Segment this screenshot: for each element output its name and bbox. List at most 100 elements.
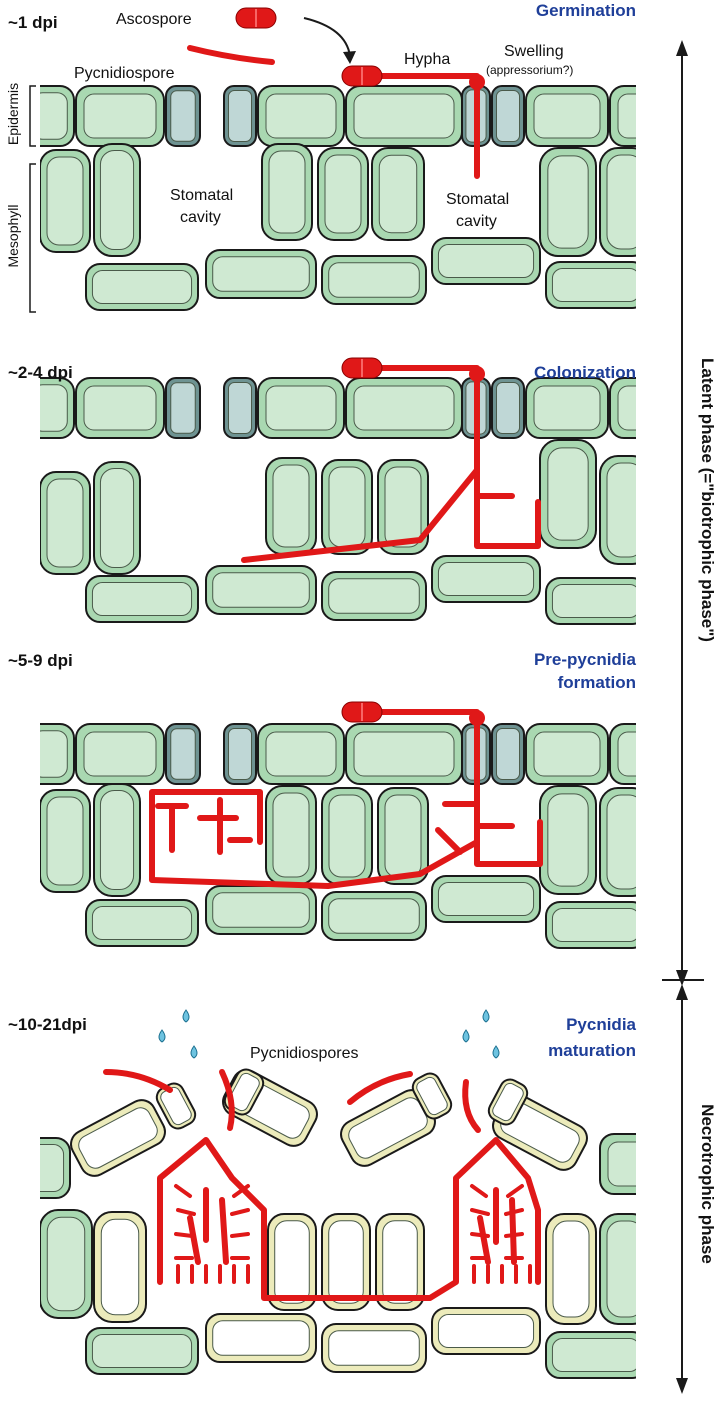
cell-vacuole bbox=[40, 1143, 65, 1193]
cell-vacuole bbox=[268, 150, 306, 234]
label-hypha: Hypha bbox=[404, 51, 450, 68]
phase-axis: Latent phase (="biotrophic phase") Necro… bbox=[662, 40, 717, 1394]
label-pycnidiospore: Pycnidiospore bbox=[74, 65, 175, 82]
cell-vacuole bbox=[170, 728, 196, 780]
cell-vacuole bbox=[83, 731, 157, 777]
cell-vacuole bbox=[328, 466, 366, 548]
label-necrotrophic-phase: Necrotrophic phase bbox=[698, 1104, 717, 1264]
cell-vacuole bbox=[40, 730, 68, 778]
cell-vacuole bbox=[382, 1220, 418, 1304]
cell-vacuole bbox=[170, 382, 196, 434]
panel-pycnidia-maturation bbox=[40, 1068, 636, 1379]
fungal-hypha bbox=[157, 1137, 541, 1301]
pycnidia bbox=[103, 1009, 541, 1301]
cell-vacuole bbox=[353, 93, 455, 139]
cell-vacuole bbox=[227, 381, 253, 435]
time-label-2: ~2-4 dpi bbox=[8, 363, 73, 382]
necrotic-mesophyll bbox=[40, 1209, 636, 1379]
label-mesophyll: Mesophyll bbox=[5, 204, 21, 267]
cell-vacuole bbox=[91, 269, 193, 305]
fungal-hypha bbox=[187, 1187, 229, 1265]
cell-vacuole bbox=[324, 154, 362, 234]
stage-label-1: Germination bbox=[536, 1, 636, 20]
cell-vacuole bbox=[91, 581, 193, 617]
released-pycnidiospores bbox=[103, 1069, 481, 1133]
cell-vacuole bbox=[606, 794, 636, 890]
cell-vacuole bbox=[607, 1141, 636, 1187]
label-stomatal-cavity-left-2: cavity bbox=[180, 209, 221, 226]
cell-vacuole bbox=[46, 796, 84, 886]
rain-drops bbox=[158, 1009, 500, 1059]
panel-pre-pycnidia bbox=[40, 723, 636, 949]
cell-vacuole bbox=[212, 256, 310, 292]
fungal-hypha bbox=[477, 1187, 517, 1265]
cell-vacuole bbox=[533, 93, 601, 139]
cell-vacuole bbox=[437, 243, 535, 279]
cell-vacuole bbox=[495, 381, 521, 435]
cell-vacuole bbox=[40, 384, 68, 432]
cell-vacuole bbox=[551, 267, 636, 303]
cell-vacuole bbox=[265, 731, 337, 777]
cell-vacuole bbox=[384, 794, 422, 878]
cell-vacuole bbox=[99, 149, 135, 251]
label-stomatal-cavity-right-2: cavity bbox=[456, 213, 497, 230]
stage-label-2: Colonization bbox=[534, 363, 636, 382]
cell-vacuole bbox=[40, 92, 68, 140]
cell-vacuole bbox=[328, 794, 366, 878]
panel-germination bbox=[40, 85, 636, 311]
cell-vacuole bbox=[274, 1220, 310, 1304]
time-label-3: ~5-9 dpi bbox=[8, 651, 73, 670]
cell-vacuole bbox=[328, 262, 420, 298]
fungal-hypha bbox=[462, 1079, 481, 1133]
stage-label-4a: Pycnidia bbox=[566, 1015, 636, 1034]
pycnidium-left bbox=[174, 1184, 250, 1284]
panel-labels: ~1 dpi Germination Ascospore Hypha Swell… bbox=[5, 1, 637, 1062]
label-stomatal-cavity-left-1: Stomatal bbox=[170, 187, 233, 204]
cell-vacuole bbox=[547, 155, 589, 249]
cell-vacuole bbox=[170, 90, 196, 142]
cell-vacuole bbox=[228, 1072, 260, 1112]
tissue-brackets bbox=[29, 85, 36, 313]
label-appressorium: (appressorium?) bbox=[486, 63, 573, 77]
cell-vacuole bbox=[551, 907, 636, 943]
cell-vacuole bbox=[328, 1220, 364, 1304]
conidiogenous-hypha bbox=[176, 1264, 250, 1284]
mesophyll-cells bbox=[40, 143, 636, 311]
cell-vacuole bbox=[83, 93, 157, 139]
time-label-4: ~10-21dpi bbox=[8, 1015, 87, 1034]
cell-vacuole bbox=[91, 1333, 193, 1369]
cell-vacuole bbox=[533, 731, 601, 777]
panel-colonization bbox=[40, 377, 636, 625]
cell-vacuole bbox=[547, 793, 589, 887]
conidiogenous-hypha bbox=[174, 1184, 196, 1260]
cell-vacuole bbox=[265, 93, 337, 139]
cell-vacuole bbox=[212, 892, 310, 928]
label-ascospore: Ascospore bbox=[116, 11, 192, 28]
cell-vacuole bbox=[606, 1220, 636, 1318]
pycnidium-right bbox=[470, 1184, 532, 1284]
arrow-to-leaf bbox=[303, 17, 351, 57]
fungal-hypha bbox=[347, 1071, 413, 1105]
cell-vacuole bbox=[78, 1107, 158, 1169]
cell-vacuole bbox=[99, 789, 135, 891]
hyphae-panel-1 bbox=[187, 7, 485, 179]
cell-vacuole bbox=[272, 792, 310, 878]
label-pycnidiospores: Pycnidiospores bbox=[250, 1045, 359, 1062]
cell-vacuole bbox=[551, 583, 636, 619]
stage-label-3a: Pre-pycnidia bbox=[534, 650, 637, 669]
cell-vacuole bbox=[495, 727, 521, 781]
cell-vacuole bbox=[353, 731, 455, 777]
cell-vacuole bbox=[328, 1330, 420, 1366]
cell-vacuole bbox=[353, 385, 455, 431]
time-label-1: ~1 dpi bbox=[8, 13, 58, 32]
fungal-hypha bbox=[365, 365, 541, 549]
hyphae-panel-3 bbox=[149, 701, 543, 889]
cell-vacuole bbox=[328, 578, 420, 614]
cell-vacuole bbox=[437, 561, 535, 597]
fungal-hypha bbox=[365, 709, 543, 867]
cell-vacuole bbox=[212, 1320, 310, 1356]
fungal-hypha bbox=[103, 1069, 173, 1093]
cell-vacuole bbox=[606, 462, 636, 558]
